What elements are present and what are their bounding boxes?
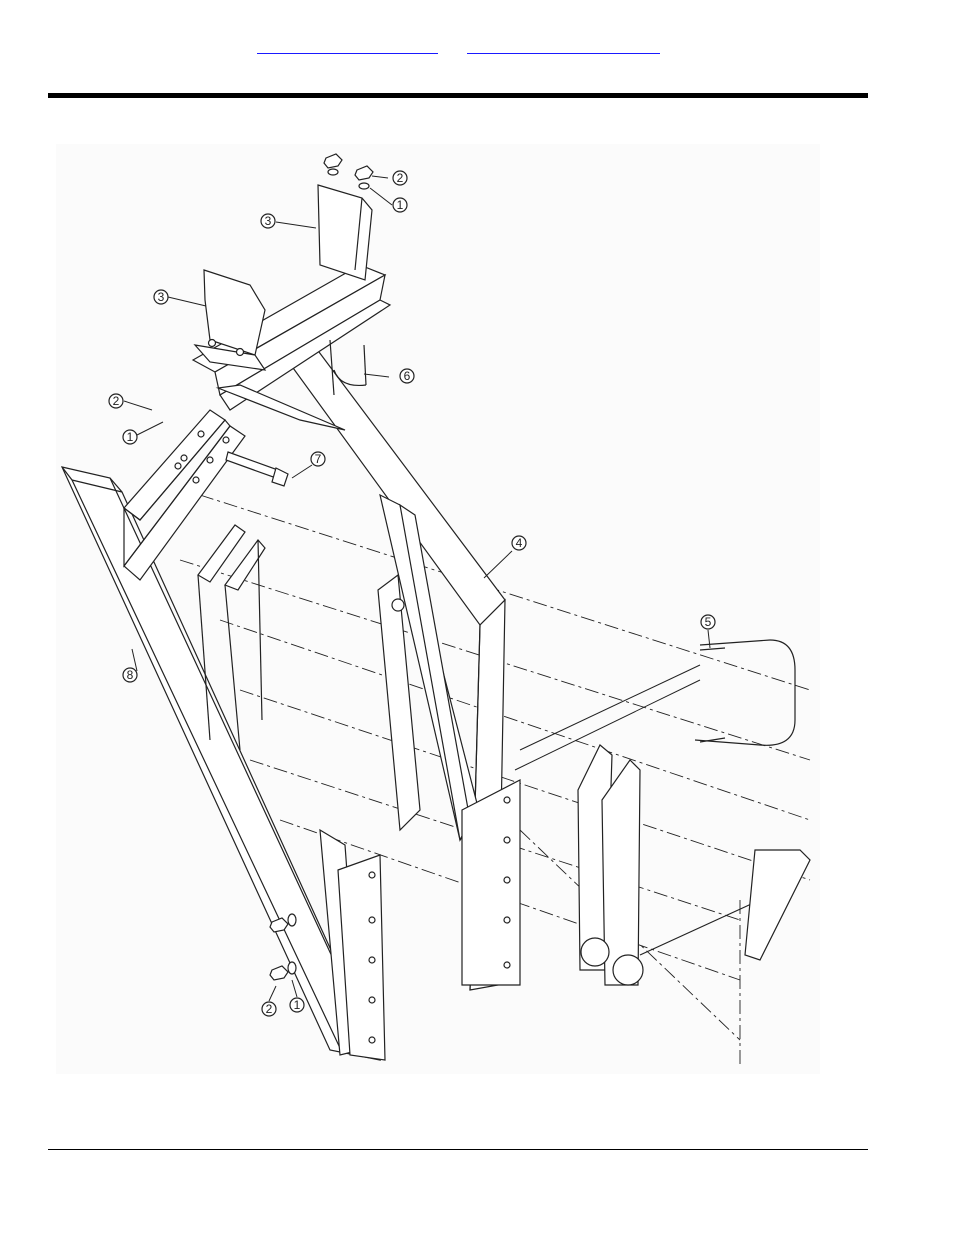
callout-3-a: 3 xyxy=(265,214,272,228)
callout-5: 5 xyxy=(705,615,712,629)
hex-bolt xyxy=(226,452,288,486)
callout-8: 8 xyxy=(127,668,134,682)
header-link-2[interactable] xyxy=(467,37,660,54)
lower-mount xyxy=(320,780,520,1060)
callout-1-b: 1 xyxy=(127,430,134,444)
header-link-1[interactable] xyxy=(257,37,438,54)
callout-1-a: 1 xyxy=(397,198,404,212)
callout-4: 4 xyxy=(516,536,523,550)
callout-2-b: 2 xyxy=(113,394,120,408)
parts-diagram: 1 1 1 2 2 2 3 3 4 5 6 7 8 xyxy=(56,144,820,1074)
top-hardware xyxy=(324,154,373,189)
callout-7: 7 xyxy=(315,452,322,466)
callout-1-c: 1 xyxy=(294,998,301,1012)
callout-6: 6 xyxy=(404,369,411,383)
callout-3-b: 3 xyxy=(158,290,165,304)
header-rule xyxy=(48,93,868,98)
footer-rule xyxy=(48,1149,868,1150)
u-bolt-large xyxy=(515,640,795,770)
callout-2-a: 2 xyxy=(397,171,404,185)
callout-2-c: 2 xyxy=(266,1002,273,1016)
